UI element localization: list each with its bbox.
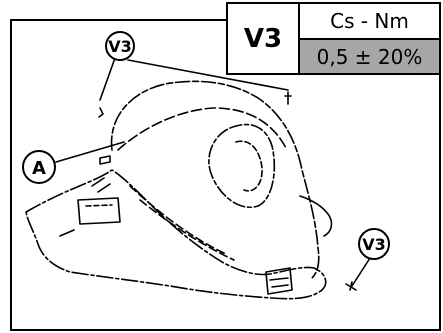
callout-v3-right-label: V3 [362,235,386,254]
leader-a [55,141,125,163]
callout-v3-top-label: V3 [108,37,132,56]
callout-a: A [22,150,56,184]
part-edge-feature [59,177,111,237]
spec-code: V3 [228,4,300,73]
part-base-plate [25,169,327,300]
part-outline-dome [110,80,320,279]
part-contour-inner [117,107,287,151]
screw-mark-mid [99,155,111,165]
spec-right-column: Cs - Nm 0,5 ± 20% [300,4,439,73]
spec-header: Cs - Nm [300,4,439,40]
part-clip [265,267,293,295]
torque-spec-table: V3 Cs - Nm 0,5 ± 20% [226,2,441,75]
callout-a-label: A [32,158,46,179]
part-rim-tab [299,195,333,237]
part-flange-lines [129,185,235,261]
spec-value: 0,5 ± 20% [300,40,439,73]
part-slot-inner [85,204,113,207]
part-lobe-inner [235,140,263,192]
callout-v3-right: V3 [358,228,390,260]
leader-v3-right [351,257,371,287]
callout-v3-top: V3 [105,31,135,61]
part-slot [77,197,121,225]
screw-mark-bottom-right [345,281,357,291]
screw-mark-top-right [284,91,292,105]
leader-v3-top-2 [127,59,289,91]
leader-v3-top-1 [99,57,116,101]
screw-mark-top-left [98,107,104,118]
part-lobe [208,123,276,209]
